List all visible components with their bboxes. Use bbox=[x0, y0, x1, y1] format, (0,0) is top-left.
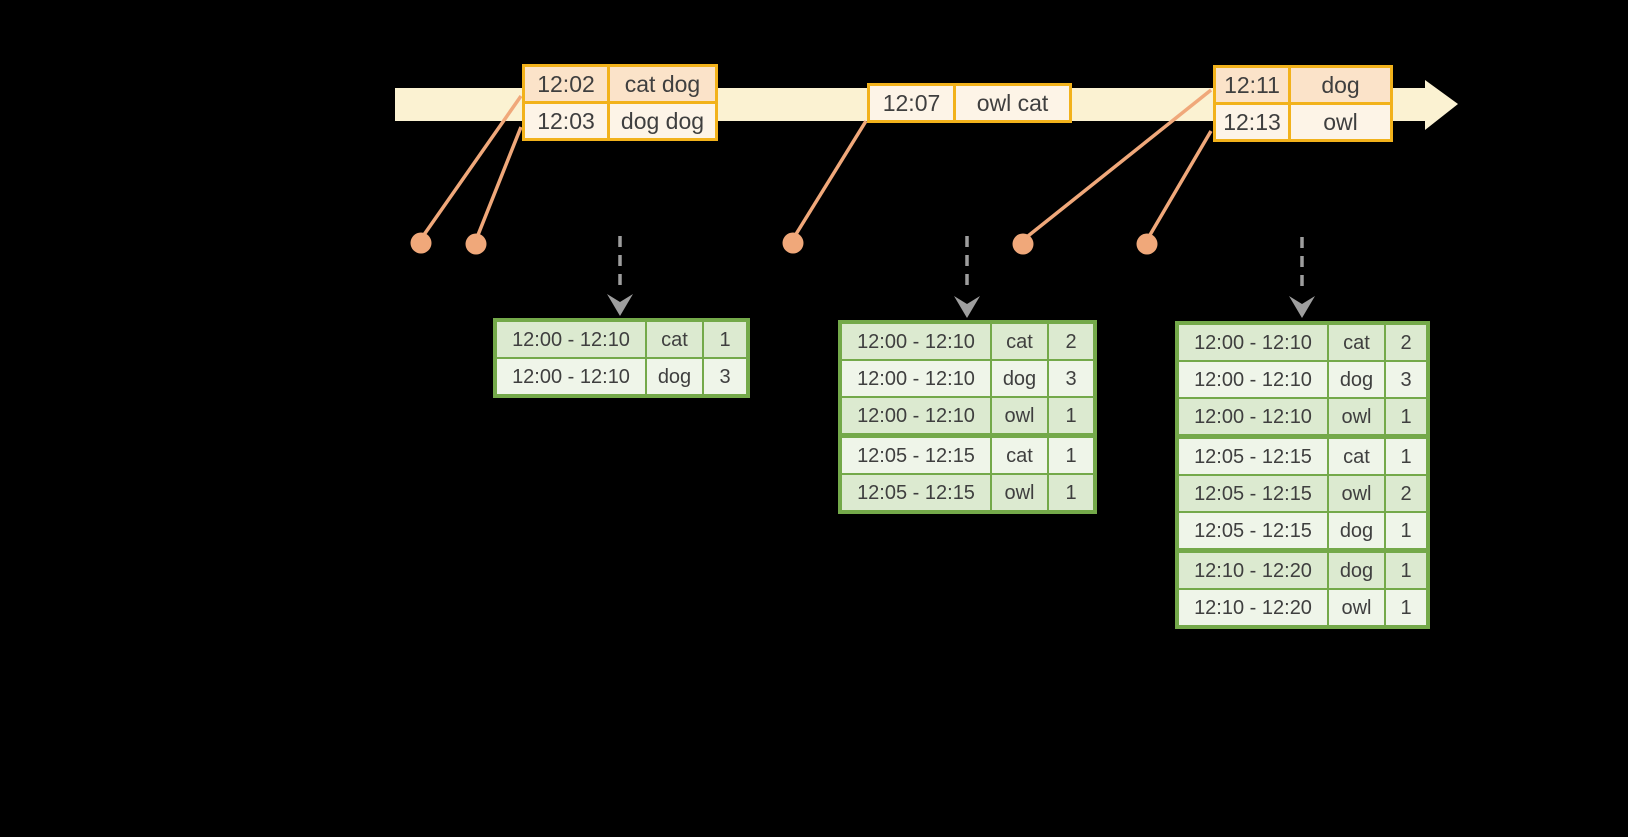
count-cell: 1 bbox=[704, 322, 746, 357]
table-row: 12:00 - 12:10 dog 3 bbox=[497, 359, 746, 394]
result-table-2: 12:00 - 12:10 cat 2 12:00 - 12:10 dog 3 … bbox=[838, 320, 1097, 514]
word-cell: owl bbox=[1329, 399, 1384, 434]
count-cell: 1 bbox=[1386, 439, 1426, 474]
table-row: 12:00 - 12:10 owl 1 bbox=[842, 398, 1093, 433]
table-row: 12:10 - 12:20 dog 1 bbox=[1179, 553, 1426, 588]
word-cell: owl bbox=[992, 475, 1047, 510]
trigger-arrowhead-icon bbox=[1289, 296, 1315, 318]
window-cell: 12:05 - 12:15 bbox=[842, 438, 990, 473]
table-row: 12:05 - 12:15 dog 1 bbox=[1179, 513, 1426, 548]
window-cell: 12:05 - 12:15 bbox=[842, 475, 990, 510]
event-words-cell: owl bbox=[1291, 105, 1390, 139]
word-cell: dog bbox=[647, 359, 702, 394]
window-cell: 12:00 - 12:10 bbox=[497, 359, 645, 394]
table-row: 12:00 - 12:10 owl 1 bbox=[1179, 399, 1426, 434]
window-cell: 12:10 - 12:20 bbox=[1179, 553, 1327, 588]
table-row: 12:00 - 12:10 cat 2 bbox=[842, 324, 1093, 359]
word-cell: cat bbox=[992, 438, 1047, 473]
count-cell: 1 bbox=[1049, 438, 1093, 473]
window-cell: 12:00 - 12:10 bbox=[842, 398, 990, 433]
event-box-1211: 12:11 dog 12:13 owl bbox=[1213, 65, 1393, 142]
word-cell: dog bbox=[1329, 553, 1384, 588]
event-time-cell: 12:11 bbox=[1216, 68, 1288, 102]
window-cell: 12:00 - 12:10 bbox=[1179, 399, 1327, 434]
connector-line bbox=[419, 94, 523, 241]
result-table-3: 12:00 - 12:10 cat 2 12:00 - 12:10 dog 3 … bbox=[1175, 321, 1430, 629]
table-row: 12:05 - 12:15 cat 1 bbox=[842, 438, 1093, 473]
connector-line bbox=[1021, 88, 1213, 242]
connector-line bbox=[791, 120, 868, 240]
table-row: 12:05 - 12:15 cat 1 bbox=[1179, 439, 1426, 474]
event-dot-icon bbox=[410, 232, 432, 254]
window-cell: 12:10 - 12:20 bbox=[1179, 590, 1327, 625]
event-time-cell: 12:13 bbox=[1216, 105, 1288, 139]
event-dot-icon bbox=[1136, 233, 1158, 255]
table-row: 12:00 - 12:10 dog 3 bbox=[1179, 362, 1426, 397]
count-cell: 1 bbox=[1386, 513, 1426, 548]
word-cell: owl bbox=[992, 398, 1047, 433]
event-words-cell: owl cat bbox=[956, 86, 1069, 120]
window-cell: 12:00 - 12:10 bbox=[842, 324, 990, 359]
word-cell: cat bbox=[647, 322, 702, 357]
count-cell: 1 bbox=[1049, 398, 1093, 433]
window-cell: 12:05 - 12:15 bbox=[1179, 476, 1327, 511]
event-box-1202: 12:02 cat dog 12:03 dog dog bbox=[522, 64, 718, 141]
table-row: 12:10 - 12:20 owl 1 bbox=[1179, 590, 1426, 625]
event-time-cell: 12:02 bbox=[525, 67, 607, 101]
result-table-1: 12:00 - 12:10 cat 1 12:00 - 12:10 dog 3 bbox=[493, 318, 750, 398]
timeline-arrowhead-icon bbox=[1425, 80, 1458, 130]
word-cell: owl bbox=[1329, 476, 1384, 511]
event-dot-icon bbox=[465, 233, 487, 255]
window-cell: 12:05 - 12:15 bbox=[1179, 513, 1327, 548]
count-cell: 2 bbox=[1049, 324, 1093, 359]
word-cell: dog bbox=[1329, 362, 1384, 397]
table-row: 12:00 - 12:10 dog 3 bbox=[842, 361, 1093, 396]
event-box-1207: 12:07 owl cat bbox=[867, 83, 1072, 123]
trigger-arrowhead-icon bbox=[607, 294, 633, 316]
count-cell: 2 bbox=[1386, 325, 1426, 360]
window-cell: 12:00 - 12:10 bbox=[497, 322, 645, 357]
window-cell: 12:00 - 12:10 bbox=[842, 361, 990, 396]
word-cell: dog bbox=[1329, 513, 1384, 548]
connector-line bbox=[474, 126, 523, 241]
word-cell: cat bbox=[992, 324, 1047, 359]
table-row: 12:05 - 12:15 owl 2 bbox=[1179, 476, 1426, 511]
count-cell: 3 bbox=[1049, 361, 1093, 396]
event-dot-icon bbox=[782, 232, 804, 254]
window-cell: 12:00 - 12:10 bbox=[1179, 362, 1327, 397]
event-time-cell: 12:03 bbox=[525, 104, 607, 138]
window-cell: 12:00 - 12:10 bbox=[1179, 325, 1327, 360]
table-row: 12:00 - 12:10 cat 1 bbox=[497, 322, 746, 357]
event-dot-icon bbox=[1012, 233, 1034, 255]
word-cell: cat bbox=[1329, 325, 1384, 360]
event-words-cell: dog bbox=[1291, 68, 1390, 102]
count-cell: 1 bbox=[1386, 553, 1426, 588]
count-cell: 3 bbox=[1386, 362, 1426, 397]
word-cell: owl bbox=[1329, 590, 1384, 625]
event-words-cell: dog dog bbox=[610, 104, 715, 138]
word-cell: cat bbox=[1329, 439, 1384, 474]
count-cell: 1 bbox=[1386, 590, 1426, 625]
table-row: 12:05 - 12:15 owl 1 bbox=[842, 475, 1093, 510]
window-cell: 12:05 - 12:15 bbox=[1179, 439, 1327, 474]
count-cell: 3 bbox=[704, 359, 746, 394]
event-time-cell: 12:07 bbox=[870, 86, 953, 120]
count-cell: 1 bbox=[1386, 399, 1426, 434]
event-words-cell: cat dog bbox=[610, 67, 715, 101]
count-cell: 2 bbox=[1386, 476, 1426, 511]
count-cell: 1 bbox=[1049, 475, 1093, 510]
connector-line bbox=[1145, 130, 1213, 241]
word-cell: dog bbox=[992, 361, 1047, 396]
table-row: 12:00 - 12:10 cat 2 bbox=[1179, 325, 1426, 360]
trigger-arrowhead-icon bbox=[954, 296, 980, 318]
